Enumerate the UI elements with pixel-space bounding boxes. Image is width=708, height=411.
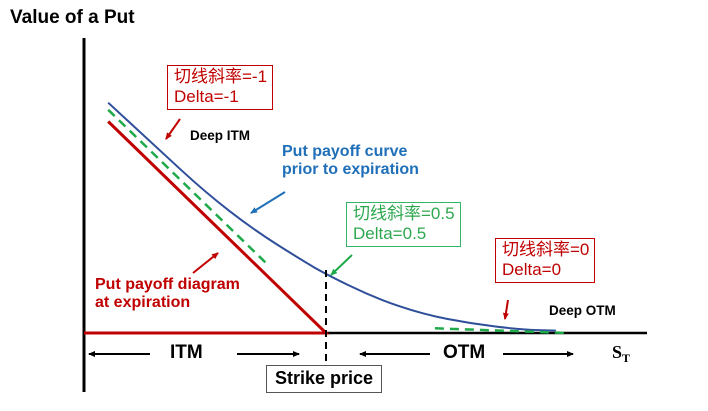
x-axis-label: ST: [612, 342, 630, 366]
deep-itm-delta-text: Delta=-1: [174, 87, 239, 107]
deep-otm-delta-text: Delta=0: [502, 260, 562, 280]
tangent-deep-itm: [107, 108, 267, 264]
atm-delta-box: 切线斜率=0.5 Delta=0.5: [346, 202, 461, 247]
exp-label-line1: Put payoff diagram: [95, 276, 240, 293]
atm-slope-text: 切线斜率=0.5: [353, 204, 455, 223]
x-axis-label-sub: T: [622, 351, 631, 365]
diagram-title: Value of a Put: [10, 7, 135, 28]
itm-region-label: ITM: [170, 342, 203, 363]
otm-region-label: OTM: [443, 342, 486, 363]
deep-itm-delta-box: 切线斜率=-1 Delta=-1: [167, 65, 274, 110]
exp-label-line2: at expiration: [95, 294, 191, 312]
curve-label-line1: Put payoff curve: [282, 143, 408, 160]
deep-itm-label: Deep ITM: [190, 128, 251, 143]
deep-otm-callout-arrow: [502, 299, 509, 320]
expiration-payoff-label: Put payoff diagram at expiration: [95, 276, 240, 313]
deep-otm-label: Deep OTM: [549, 303, 616, 318]
atm-delta-text: Delta=0.5: [353, 224, 427, 244]
pre-expiration-curve-label: Put payoff curve prior to expiration: [282, 143, 419, 180]
deep-itm-slope-text: 切线斜率=-1: [174, 67, 268, 86]
deep-otm-slope-text: 切线斜率=0: [502, 240, 590, 259]
curve-label-line2: prior to expiration: [282, 161, 419, 179]
tangent-deep-otm: [434, 327, 569, 335]
curve-label-arrow: [250, 191, 286, 214]
strike-price-box: Strike price: [266, 365, 383, 393]
expiration-label-arrow: [192, 252, 219, 274]
pre-expiration-curve: [107, 101, 556, 332]
deep-otm-delta-box: 切线斜率=0 Delta=0: [495, 238, 596, 283]
x-axis-label-main: S: [612, 342, 623, 362]
deep-itm-callout-arrow: [165, 118, 181, 140]
atm-callout-arrow: [330, 254, 353, 276]
